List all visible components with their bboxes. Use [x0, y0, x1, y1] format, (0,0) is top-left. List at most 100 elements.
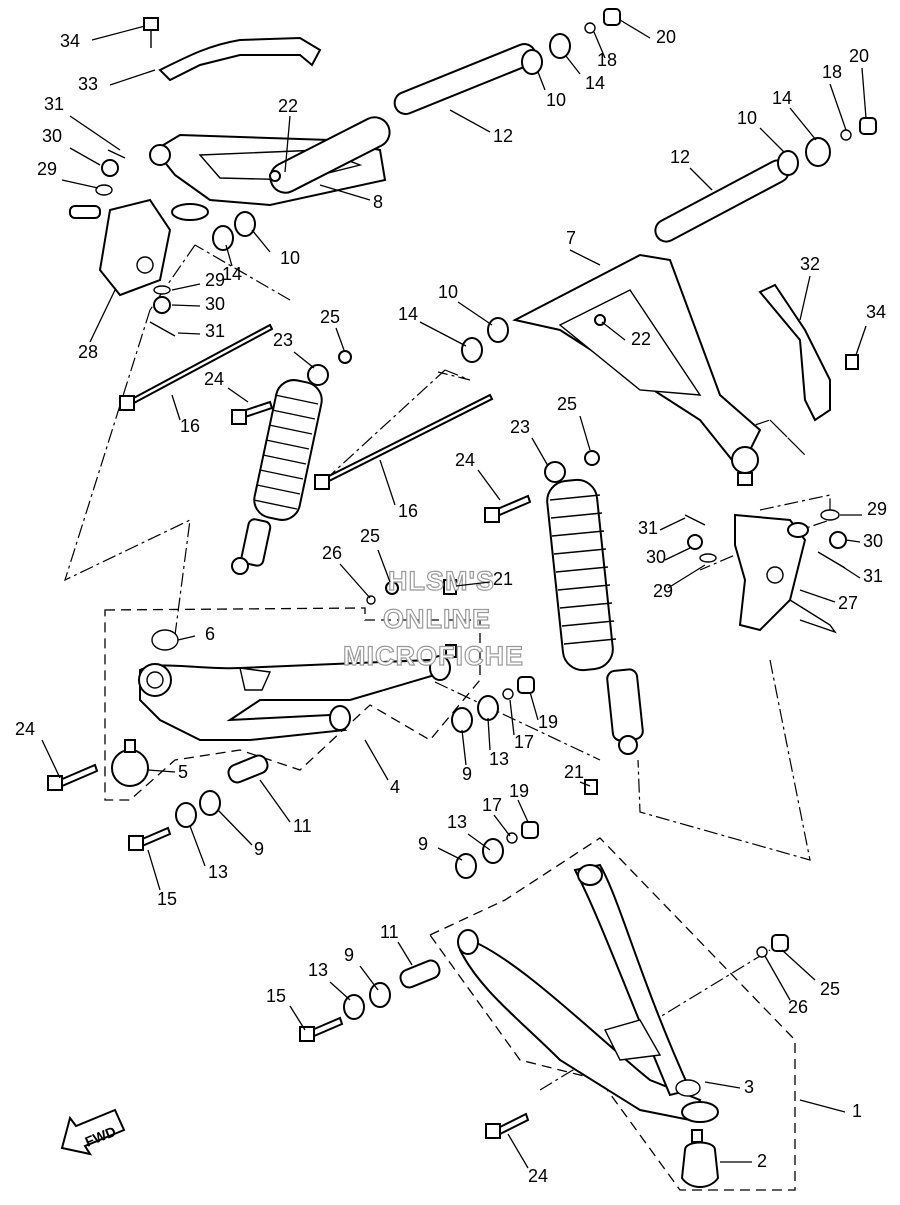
- upper-right-a-arm[interactable]: [512, 253, 762, 486]
- callout-leader-c30a: [69, 147, 101, 166]
- callout-number-c31b: 31: [205, 321, 225, 341]
- callout-number-c27: 27: [838, 593, 858, 613]
- callout-leader-c26a: [339, 563, 371, 599]
- lower-left-arm-assembly-box: [104, 607, 481, 801]
- callout-number-c23a: 23: [273, 330, 293, 350]
- callout-number-c29c: 29: [867, 499, 887, 519]
- callout-number-c22b: 22: [631, 329, 651, 349]
- callout-number-c7: 7: [566, 228, 576, 248]
- callout-leader-c13a: [487, 717, 491, 751]
- callout-number-c16a: 16: [180, 416, 200, 436]
- callout-leader-c21b: [579, 781, 591, 787]
- callout-number-c9a: 9: [462, 764, 472, 784]
- callout-number-c9b: 9: [254, 839, 264, 859]
- alignment-reference-lines: [64, 244, 831, 1091]
- callout-leader-c33: [109, 69, 156, 86]
- callout-leader-c24b: [477, 469, 501, 501]
- callout-number-c25a: 25: [320, 307, 340, 327]
- callout-leader-c29a: [61, 179, 99, 189]
- callout-leader-c31b: [177, 332, 201, 335]
- upper-left-a-arm[interactable]: [149, 112, 395, 207]
- lower-right-a-arm[interactable]: [457, 863, 719, 1123]
- callout-leader-c34a: [91, 25, 146, 41]
- callout-number-c20a: 20: [656, 27, 676, 47]
- upper-left-pivot-tube[interactable]: [391, 41, 538, 118]
- callout-leader-c1: [799, 1099, 846, 1113]
- callout-leader-c10c: [759, 127, 785, 153]
- right-steering-knuckle[interactable]: [734, 513, 837, 634]
- callout-leader-c13d: [329, 981, 351, 1001]
- lower-right-arm-assembly-box: [429, 837, 796, 1191]
- callout-leader-c8: [319, 184, 371, 201]
- callout-leader-c7: [569, 249, 601, 266]
- callout-number-c31d: 31: [863, 566, 883, 586]
- callout-leader-c13c: [467, 833, 491, 851]
- callout-leader-c20a: [619, 19, 651, 39]
- callout-number-c30d: 30: [646, 547, 666, 567]
- callout-leader-c11a: [259, 779, 291, 823]
- upper-right-pivot-tube[interactable]: [651, 157, 792, 246]
- callout-number-c24a: 24: [204, 369, 224, 389]
- callout-number-c9d: 9: [344, 945, 354, 965]
- callout-number-c24d: 24: [528, 1166, 548, 1186]
- callout-leader-c9b: [217, 809, 253, 846]
- callout-number-c4: 4: [390, 777, 400, 797]
- watermark-line-3: MICROFICHE: [343, 641, 524, 671]
- left-brake-hose-bracket[interactable]: [143, 17, 322, 82]
- callout-number-c12b: 12: [670, 147, 690, 167]
- callout-leader-c15a: [147, 849, 161, 891]
- left-steering-knuckle[interactable]: [69, 198, 209, 297]
- left-ball-joint-hardware[interactable]: [95, 149, 281, 337]
- callout-leader-c10d: [457, 301, 493, 326]
- callout-number-c21b: 21: [564, 762, 584, 782]
- lower-right-bushings-and-hardware[interactable]: [299, 779, 789, 1188]
- callout-number-c15b: 15: [266, 986, 286, 1006]
- callout-leader-c29d: [667, 564, 706, 589]
- right-brake-hose-bracket[interactable]: [758, 283, 859, 422]
- callout-leader-c10a: [251, 229, 271, 253]
- callout-number-c31c: 31: [638, 518, 658, 538]
- callout-number-c9c: 9: [418, 834, 428, 854]
- callout-leader-c21a: [455, 581, 491, 587]
- callout-number-c15a: 15: [157, 889, 177, 909]
- callout-number-c13b: 13: [208, 862, 228, 882]
- callout-leader-c9a: [461, 729, 467, 766]
- callout-leader-c24d: [507, 1133, 529, 1169]
- callout-leader-c17a: [509, 699, 515, 736]
- upper-right-bushings[interactable]: [461, 117, 877, 363]
- pivot-bolts[interactable]: [119, 323, 494, 490]
- right-shock-absorber[interactable]: [544, 461, 644, 755]
- shock-mount-bolts[interactable]: [231, 350, 600, 605]
- callout-leader-c9d: [359, 965, 379, 991]
- callout-leader-c15b: [289, 1005, 306, 1031]
- upper-left-bushings[interactable]: [212, 8, 621, 251]
- watermark-line-1: HLSM'S: [388, 566, 495, 596]
- callout-number-c8: 8: [373, 192, 383, 212]
- callout-number-c14c: 14: [772, 88, 792, 108]
- callout-leader-c10b: [537, 71, 546, 91]
- callout-number-c18a: 18: [597, 50, 617, 70]
- callout-number-c2: 2: [757, 1151, 767, 1171]
- callout-leader-c30b: [171, 304, 201, 307]
- right-ball-joint-hardware[interactable]: [594, 314, 847, 569]
- callout-number-c25b: 25: [557, 394, 577, 414]
- callout-number-c17a: 17: [514, 732, 534, 752]
- callout-number-c34b: 34: [866, 302, 886, 322]
- left-shock-absorber[interactable]: [231, 364, 329, 575]
- callout-number-c26b: 26: [788, 997, 808, 1017]
- callout-number-c19a: 19: [538, 712, 558, 732]
- callout-leader-c23a: [293, 351, 315, 369]
- callout-leader-c24a: [227, 387, 249, 403]
- lower-left-a-arm[interactable]: [138, 655, 451, 741]
- callout-leader-c20b: [861, 67, 867, 119]
- callout-leader-c32: [799, 275, 811, 321]
- callout-leader-c28: [89, 289, 116, 343]
- callout-number-c26a: 26: [322, 543, 342, 563]
- callout-leader-c25a: [335, 327, 345, 351]
- callout-leader-c19a: [529, 691, 539, 721]
- callout-number-c20b: 20: [849, 46, 869, 66]
- callout-number-c25d: 25: [820, 979, 840, 999]
- callout-leader-c13b: [189, 825, 206, 867]
- callout-leader-c14b: [565, 55, 581, 75]
- part-callouts: 3433313029228141029303128121014182020181…: [15, 19, 887, 1186]
